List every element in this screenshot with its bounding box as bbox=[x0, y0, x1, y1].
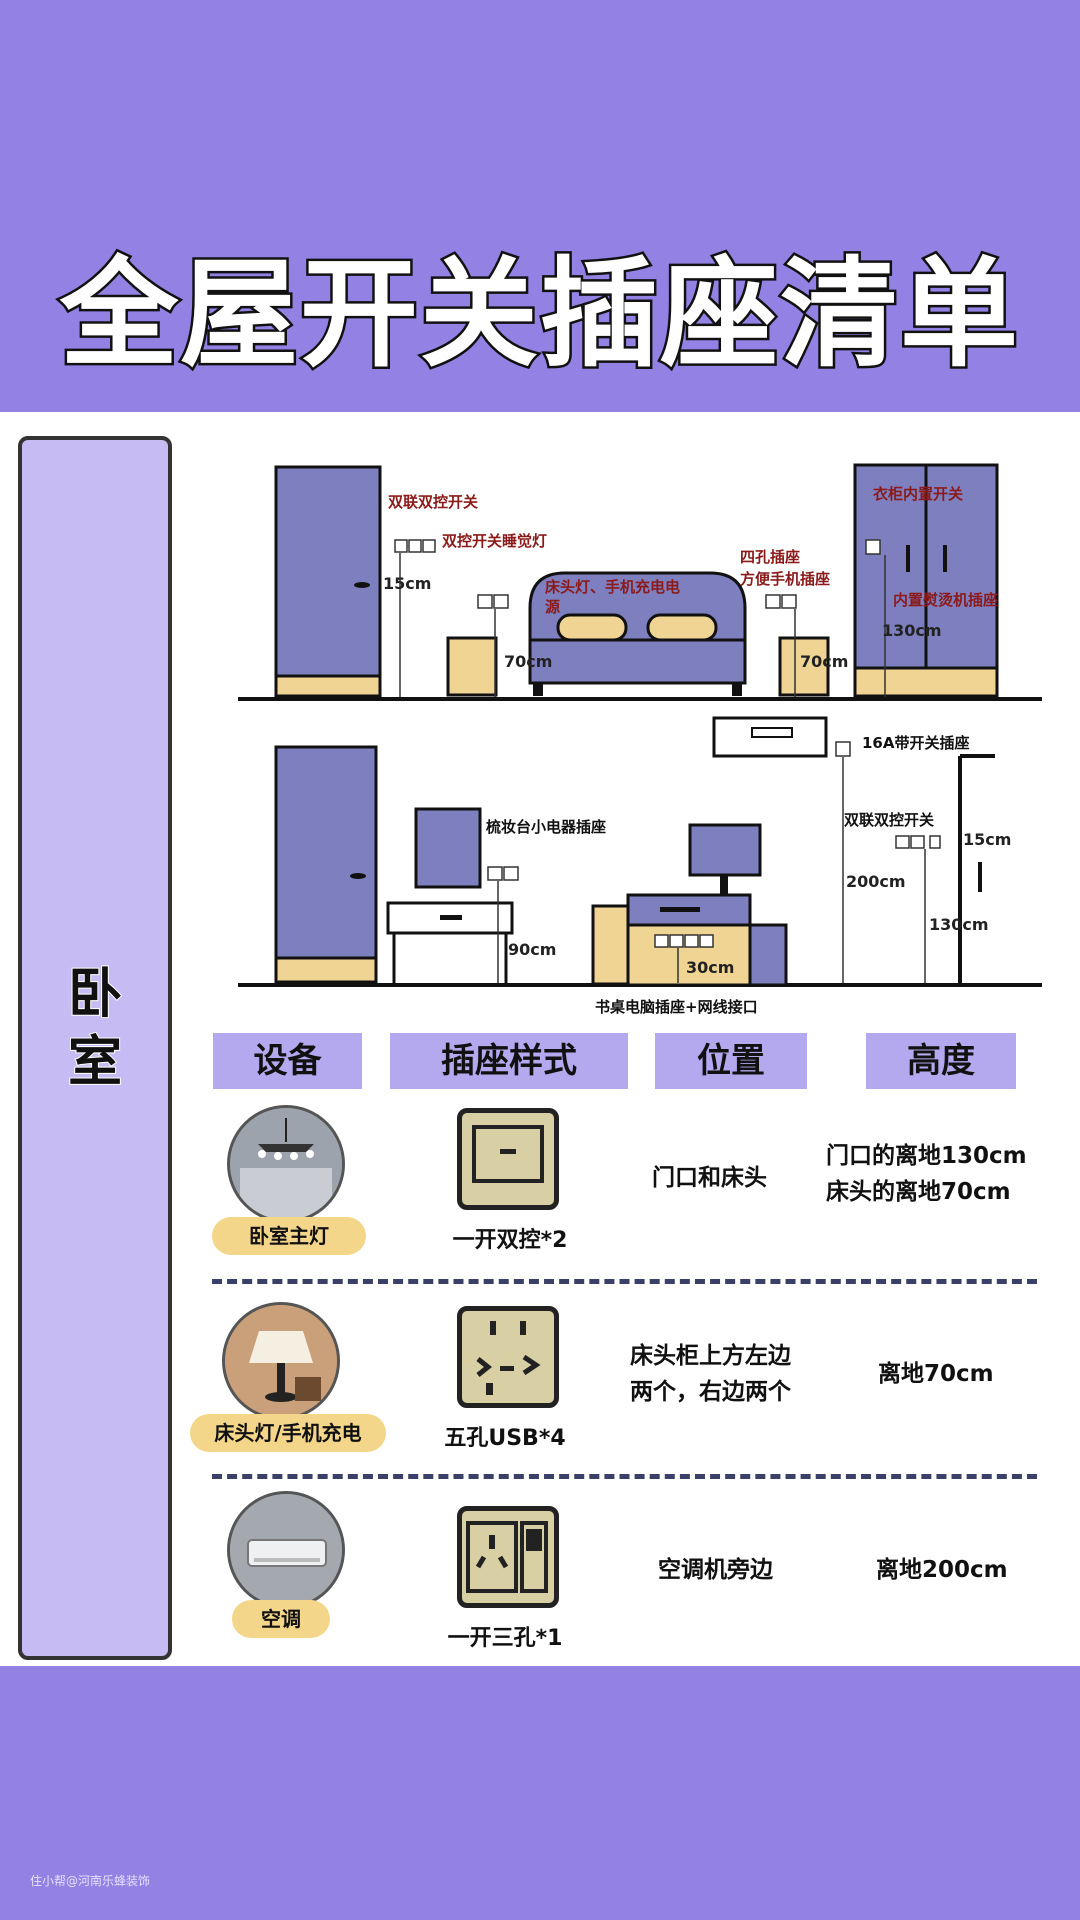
device-label-bedside: 床头灯/手机充电 bbox=[190, 1414, 386, 1452]
dim-15cm-bottom: 15cm bbox=[963, 830, 1012, 849]
label-double-switch-top: 双联双控开关 bbox=[388, 493, 479, 511]
header-location: 位置 bbox=[655, 1033, 807, 1089]
label-double-switch-bottom: 双联双控开关 bbox=[844, 811, 935, 829]
watermark: 住小帮@河南乐蜂装饰 bbox=[30, 1874, 151, 1888]
computer-desk bbox=[591, 823, 788, 987]
door-top-left bbox=[274, 465, 382, 698]
device-image-main-light bbox=[227, 1105, 345, 1223]
socket-style-single-double-control bbox=[457, 1108, 559, 1210]
dim-70cm-right: 70cm bbox=[800, 652, 849, 671]
device-image-air-conditioner bbox=[227, 1491, 345, 1609]
dim-70cm-left: 70cm bbox=[504, 652, 553, 671]
switch-rocker bbox=[472, 1125, 544, 1183]
door-bottom-left bbox=[274, 745, 378, 984]
nightstand-right bbox=[778, 636, 830, 697]
dim-130cm-bottom: 130cm bbox=[929, 915, 989, 934]
device-label-air-conditioner: 空调 bbox=[232, 1600, 330, 1638]
dim-15cm-top: 15cm bbox=[383, 574, 432, 593]
socket-icon-right bbox=[765, 594, 797, 609]
switch-icon-top bbox=[394, 539, 436, 553]
header-device: 设备 bbox=[213, 1033, 362, 1089]
nightstand-left bbox=[446, 636, 498, 697]
device-label-main-light: 卧室主灯 bbox=[212, 1217, 366, 1255]
label-sleep-light: 双控开关睡觉灯 bbox=[442, 532, 548, 550]
device-image-bedside-lamp bbox=[222, 1302, 340, 1420]
location-row1: 门口和床头 bbox=[652, 1165, 767, 1191]
socket-caption-row3: 一开三孔*1 bbox=[447, 1626, 563, 1651]
bed bbox=[528, 571, 747, 696]
label-four-hole: 四孔插座 bbox=[740, 548, 801, 566]
location-row3: 空调机旁边 bbox=[658, 1557, 773, 1583]
label-desk-socket: 书桌电脑插座+网线接口 bbox=[595, 998, 758, 1016]
dim-30cm: 30cm bbox=[686, 958, 735, 977]
vanity-table bbox=[386, 807, 519, 983]
bedroom-diagram bbox=[238, 463, 1042, 987]
height-row2: 离地70cm bbox=[878, 1361, 994, 1387]
label-phone-socket: 方便手机插座 bbox=[740, 570, 831, 588]
socket-icon-left bbox=[477, 594, 509, 609]
dim-90cm: 90cm bbox=[508, 940, 557, 959]
location-row2-line2: 两个，右边两个 bbox=[630, 1379, 791, 1405]
room-label: 卧室 bbox=[22, 960, 168, 1095]
label-16a-socket: 16A带开关插座 bbox=[862, 734, 970, 752]
room-sidebar: 卧室 bbox=[18, 436, 172, 1660]
header-socket-style: 插座样式 bbox=[390, 1033, 628, 1089]
air-conditioner bbox=[712, 716, 851, 758]
location-row2-line1: 床头柜上方左边 bbox=[630, 1343, 791, 1369]
row-divider-1 bbox=[212, 1279, 1037, 1284]
label-wardrobe-switch: 衣柜内置开关 bbox=[873, 485, 964, 503]
page-title: 全屋开关插座清单 bbox=[57, 245, 1020, 383]
room-label-text: 卧室 bbox=[67, 961, 123, 1094]
door-bottom-right bbox=[895, 754, 995, 983]
socket-style-switch-three-hole bbox=[457, 1506, 559, 1608]
socket-caption-row1: 一开双控*2 bbox=[452, 1228, 568, 1253]
dim-130cm-top: 130cm bbox=[882, 621, 942, 640]
label-bedside-text: 床头灯、手机充电电源 bbox=[545, 578, 681, 616]
wardrobe bbox=[853, 463, 999, 699]
label-iron-socket: 内置熨烫机插座 bbox=[893, 591, 999, 609]
label-bedside: 床头灯、手机充电电源 bbox=[545, 578, 685, 617]
dim-200cm: 200cm bbox=[846, 872, 906, 891]
height-row1-line2: 床头的离地70cm bbox=[826, 1179, 1011, 1205]
header-height: 高度 bbox=[866, 1033, 1016, 1089]
height-row3: 离地200cm bbox=[876, 1557, 1008, 1583]
height-row1-line1: 门口的离地130cm bbox=[826, 1143, 1027, 1169]
row-divider-2 bbox=[212, 1474, 1037, 1479]
socket-style-five-hole-usb bbox=[457, 1306, 559, 1408]
label-vanity-socket: 梳妆台小电器插座 bbox=[486, 818, 607, 836]
socket-caption-row2: 五孔USB*4 bbox=[444, 1426, 566, 1451]
